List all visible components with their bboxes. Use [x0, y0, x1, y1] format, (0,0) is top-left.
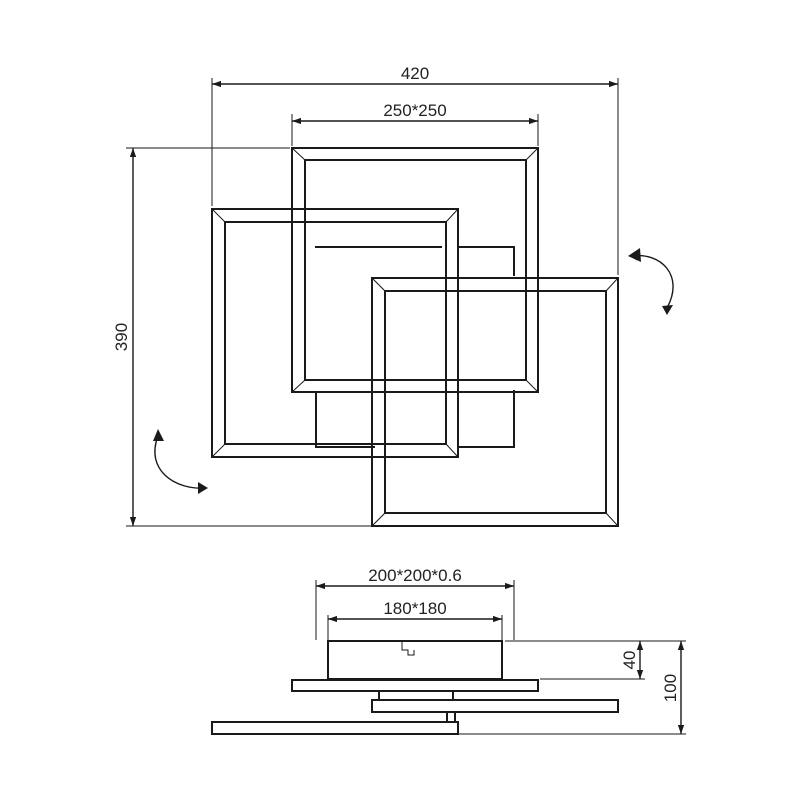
total-height-dimension-label: 100 [661, 674, 680, 702]
canopy-height-dimension-label: 40 [620, 651, 639, 670]
back-square-frame [291, 147, 539, 393]
inner-dimension-label: 250*250 [383, 101, 446, 120]
connector-post [446, 711, 456, 723]
height-dimension-label: 390 [112, 323, 131, 351]
connector-block [378, 690, 454, 701]
front-left-square-frame [211, 208, 459, 458]
side-view: 200*200*0.6 180*180 40 100 [211, 566, 686, 735]
lower-frame-plate [211, 721, 459, 735]
middle-frame-plate [371, 699, 619, 713]
canopy-square [315, 246, 515, 448]
rotate-arrow-icon [153, 429, 208, 494]
canopy-dimension-label: 200*200*0.6 [368, 566, 462, 585]
canopy-box [327, 640, 503, 680]
width-dimension-label: 420 [401, 64, 429, 83]
rotate-arrow-icon [628, 248, 674, 315]
top-view: 420 250*250 390 [112, 64, 674, 527]
front-right-square-frame [371, 277, 619, 527]
inner-canopy-dimension-label: 180*180 [383, 599, 446, 618]
upper-frame-plate [291, 679, 539, 692]
